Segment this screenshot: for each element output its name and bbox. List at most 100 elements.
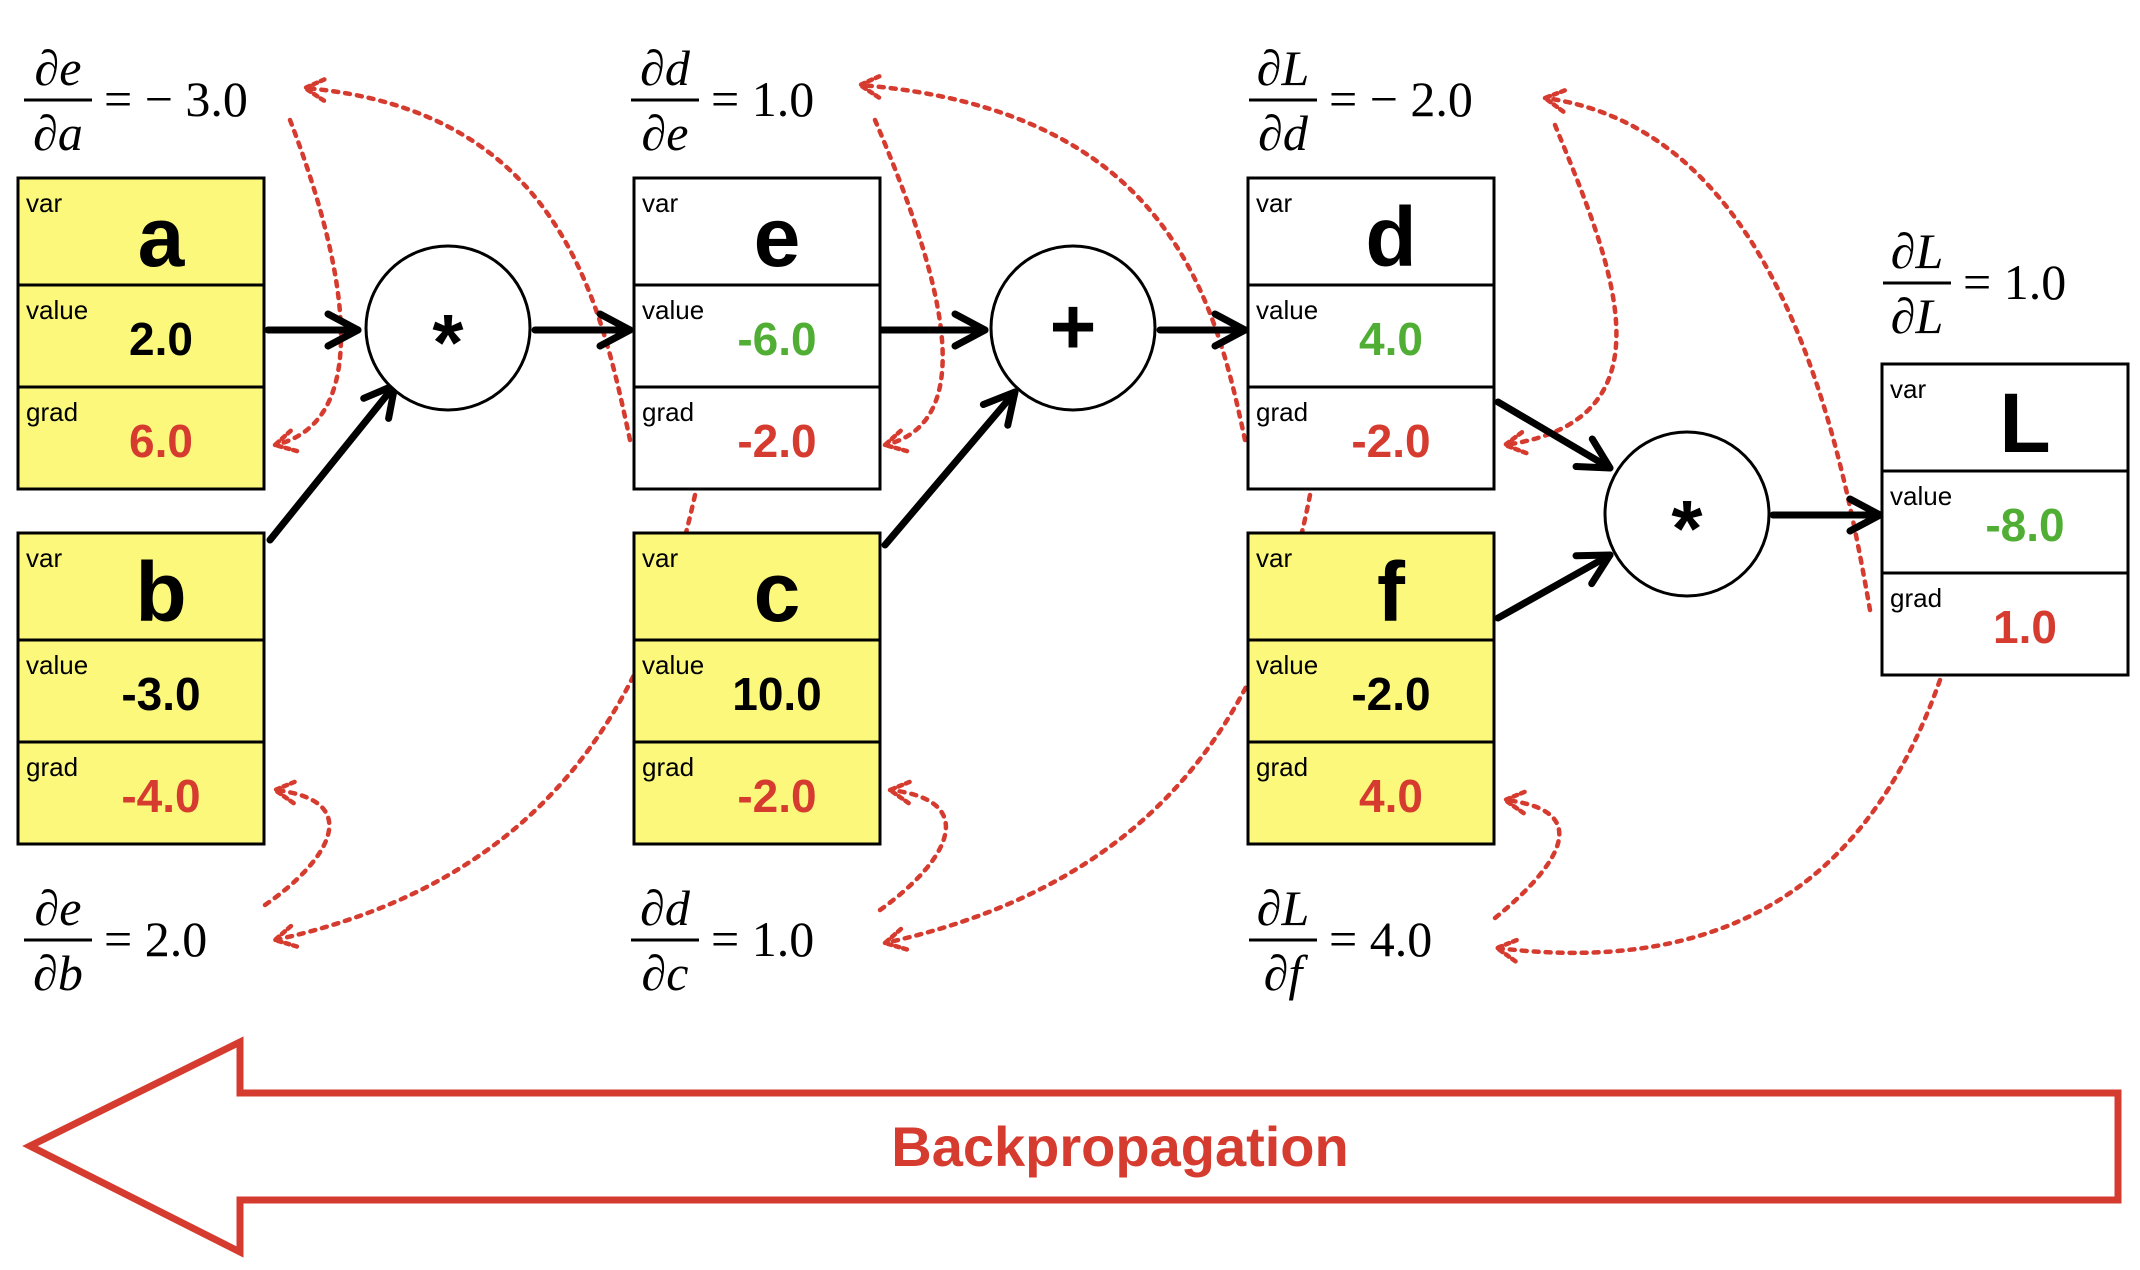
derivative-de-db-value: = 2.0: [104, 911, 207, 967]
derivative-dL-dd-numerator: ∂L: [1257, 40, 1310, 96]
arrow-d-to-op3: [1494, 398, 1614, 472]
derivative-dd-de: ∂d ∂e = 1.0: [631, 40, 814, 161]
node-a-name: a: [138, 190, 186, 284]
node-f-value: -2.0: [1351, 668, 1430, 720]
node-f-value-label: value: [1256, 650, 1318, 680]
derivative-dd-dc: ∂d ∂c = 1.0: [631, 880, 814, 1001]
node-c-box: [632, 531, 882, 846]
node-b-name: b: [135, 545, 186, 639]
curve-de-da-to-a-grad: [275, 117, 344, 445]
node-f-var-label: var: [1256, 543, 1292, 573]
derivative-dL-df-denominator: ∂f: [1264, 945, 1309, 1001]
curve-L-grad-to-dL-dd: [1545, 98, 1873, 613]
node-d-box: [1246, 176, 1496, 491]
derivative-de-da-value: = − 3.0: [104, 71, 248, 127]
curve-L-grad-to-dL-df: [1497, 677, 1943, 953]
node-L-grad-label: grad: [1890, 583, 1942, 613]
node-e-value-label: value: [642, 295, 704, 325]
operator-op1-circle: [364, 244, 532, 412]
derivative-de-da-numerator: ∂e: [35, 40, 82, 96]
node-b-grad: -4.0: [121, 770, 200, 822]
derivative-dL-dd-denominator: ∂d: [1258, 105, 1309, 161]
derivative-de-db-denominator: ∂b: [33, 945, 83, 1001]
operator-op1-symbol: *: [432, 298, 464, 387]
derivative-dL-df: ∂L∂f= 4.0: [1249, 880, 1432, 1001]
derivative-dL-dL-denominator: ∂L: [1891, 288, 1944, 344]
derivative-dd-dc-numerator: ∂d: [640, 880, 691, 936]
curve-dL-dd-to-d-grad: [1505, 122, 1619, 445]
curve-e-grad-to-de-db: [275, 492, 698, 940]
derivative-de-da: ∂e ∂a = − 3.0: [24, 40, 248, 161]
backpropagation-arrow: Backpropagation: [22, 1036, 2122, 1258]
derivative-dL-dL: ∂L ∂L = 1.0: [1883, 223, 2066, 344]
derivative-dL-dL-numerator: ∂L: [1891, 223, 1944, 279]
node-f: var f value -2.0 grad 4.0: [1246, 531, 1496, 846]
node-c-name: c: [754, 545, 801, 639]
node-a-value: 2.0: [129, 313, 193, 365]
node-f-grad: 4.0: [1359, 770, 1423, 822]
node-c-grad: -2.0: [737, 770, 816, 822]
node-a-box: [16, 176, 266, 491]
backpropagation-arrow-shape: [22, 1036, 2122, 1258]
node-c-value-label: value: [642, 650, 704, 680]
node-L-value: -8.0: [1985, 499, 2064, 551]
derivative-labels: ∂e ∂a = − 3.0 ∂d ∂e = 1.0 ∂L ∂d = − 2.0 ∂L ∂L = 1.0…: [24, 40, 2066, 1001]
derivative-dd-dc-denominator: ∂c: [642, 945, 689, 1001]
derivative-dL-dL-value: = 1.0: [1963, 254, 2066, 310]
node-a-value-label: value: [26, 295, 88, 325]
node-f-grad-label: grad: [1256, 752, 1308, 782]
node-b-value-label: value: [26, 650, 88, 680]
node-d-grad-label: grad: [1256, 397, 1308, 427]
derivative-dL-dd: ∂L ∂d = − 2.0: [1249, 40, 1473, 161]
operator-op3: *: [1603, 430, 1771, 598]
node-b-var-label: var: [26, 543, 62, 573]
arrow-c-to-op2: [881, 388, 1019, 549]
derivative-dd-dc-value: = 1.0: [711, 911, 814, 967]
curve-dL-df-to-f-grad: [1495, 800, 1562, 921]
operator-op2-circle: [989, 244, 1157, 412]
backpropagation-label: Backpropagation: [891, 1115, 1348, 1178]
node-e-box: [632, 176, 882, 491]
curve-dd-dc-to-c-grad: [880, 790, 949, 913]
node-a-grad: 6.0: [129, 415, 193, 467]
arrow-f-to-op3: [1494, 551, 1614, 622]
node-d-var-label: var: [1256, 188, 1292, 218]
derivative-de-db-numerator: ∂e: [35, 880, 82, 936]
node-f-name: f: [1377, 545, 1406, 639]
node-a-var-label: var: [26, 188, 62, 218]
node-d-grad: -2.0: [1351, 415, 1430, 467]
operators: * + *: [364, 244, 1771, 598]
node-d-name: d: [1365, 190, 1416, 284]
node-b-box: [16, 531, 266, 846]
node-L-var-label: var: [1890, 374, 1926, 404]
node-b-value: -3.0: [121, 668, 200, 720]
curve-d-grad-to-dd-dc: [885, 492, 1313, 943]
operator-op2: +: [989, 244, 1157, 412]
node-L-value-label: value: [1890, 481, 1952, 511]
derivative-dL-df-numerator: ∂L: [1257, 880, 1310, 936]
variable-nodes: var a value 2.0 grad 6.0 var b value -3.0 grad -4.0…: [16, 176, 2130, 846]
node-d-value: 4.0: [1359, 313, 1423, 365]
derivative-dL-dd-value: = − 2.0: [1329, 71, 1473, 127]
derivative-dd-de-value: = 1.0: [711, 71, 814, 127]
node-L-grad: 1.0: [1993, 601, 2057, 653]
curve-d-grad-to-dd-de: [860, 85, 1248, 443]
node-e-grad-label: grad: [642, 397, 694, 427]
curve-e-grad-to-de-da: [305, 88, 633, 443]
derivative-dd-de-numerator: ∂d: [640, 40, 691, 96]
node-L-name: L: [1999, 376, 2050, 470]
node-e-grad: -2.0: [737, 415, 816, 467]
node-f-box: [1246, 531, 1496, 846]
node-e-value: -6.0: [737, 313, 816, 365]
operator-op2-symbol: +: [1050, 282, 1097, 371]
derivative-de-da-denominator: ∂a: [33, 105, 83, 161]
derivative-dd-de-denominator: ∂e: [642, 105, 689, 161]
node-c-var-label: var: [642, 543, 678, 573]
node-e-name: e: [754, 190, 801, 284]
